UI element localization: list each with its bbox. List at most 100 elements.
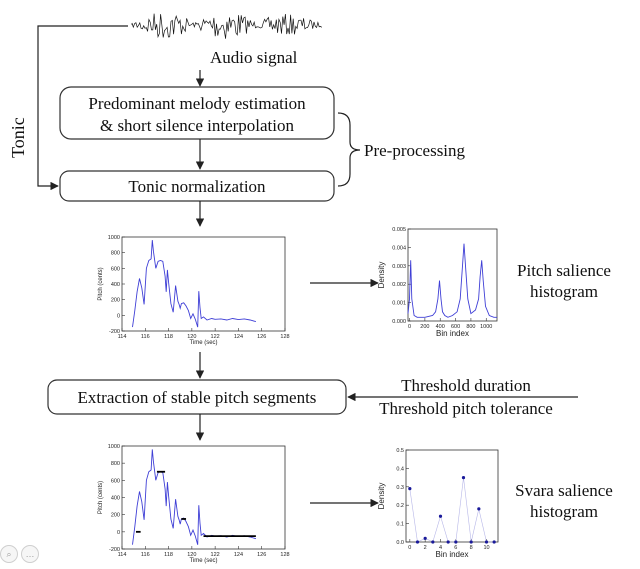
x-tick-label: 2 (424, 545, 427, 551)
x-tick-label: 116 (141, 334, 150, 340)
series-line (132, 240, 257, 328)
svara-histogram-label-line2: histogram (530, 502, 598, 521)
viewer-controls: ⌕ … (0, 545, 39, 563)
x-axis-label: Time (sec) (189, 340, 217, 346)
y-tick-label: 400 (111, 496, 120, 502)
x-tick-label: 200 (420, 324, 429, 330)
data-point (492, 540, 496, 544)
y-tick-label: 1000 (108, 235, 120, 241)
melody-box-line2: & short silence interpolation (100, 116, 295, 135)
melody-estimation-box (59, 86, 335, 140)
x-tick-label: 120 (187, 552, 196, 558)
extraction-label: Extraction of stable pitch segments (78, 388, 317, 407)
x-tick-label: 8 (470, 545, 473, 551)
x-tick-label: 128 (280, 552, 289, 558)
y-tick-label: -200 (109, 547, 120, 553)
x-tick-label: 122 (211, 552, 220, 558)
data-point (408, 487, 412, 491)
x-tick-label: 6 (454, 545, 457, 551)
y-tick-label: 600 (111, 478, 120, 484)
x-tick-label: 122 (211, 334, 220, 340)
threshold-duration-label: Threshold duration (401, 376, 531, 395)
x-tick-label: 126 (257, 334, 266, 340)
y-tick-label: 0.0 (396, 540, 404, 546)
y-tick-label: 0.002 (392, 282, 406, 288)
y-tick-label: 600 (111, 266, 120, 272)
x-axis-label: Bin index (436, 329, 469, 338)
extraction-box (47, 379, 347, 415)
y-tick-label: 0.4 (396, 466, 404, 472)
x-tick-label: 400 (436, 324, 445, 330)
data-point (423, 536, 427, 540)
y-tick-label: 1000 (108, 444, 120, 450)
y-tick-label: 0 (117, 530, 120, 536)
y-tick-label: 0.001 (392, 301, 406, 307)
y-tick-label: 800 (111, 461, 120, 467)
series-line (132, 449, 257, 545)
y-axis-label: Pitch (cents) (98, 481, 104, 514)
y-tick-label: 0.003 (392, 264, 406, 270)
audio-signal-label: Audio signal (210, 48, 298, 67)
x-tick-label: 4 (439, 545, 442, 551)
x-tick-label: 114 (118, 334, 127, 340)
data-point (415, 540, 420, 544)
svara-histogram-label-line1: Svara salience (515, 481, 613, 500)
y-tick-label: 0.2 (396, 503, 404, 509)
x-axis-label: Time (sec) (189, 558, 217, 564)
y-tick-label: 0.3 (396, 485, 404, 491)
x-tick-label: 116 (141, 552, 150, 558)
y-axis-label: Pitch (cents) (98, 267, 104, 300)
y-tick-label: 200 (111, 298, 120, 304)
x-tick-label: 124 (234, 334, 243, 340)
zoom-icon[interactable]: ⌕ (0, 545, 18, 563)
x-tick-label: 126 (257, 552, 266, 558)
y-tick-label: -200 (109, 329, 120, 335)
y-tick-label: 0.5 (396, 448, 404, 454)
preprocessing-label: Pre-processing (364, 141, 466, 160)
tonic-normalization-label: Tonic normalization (128, 177, 266, 196)
data-point (484, 540, 489, 544)
x-tick-label: 114 (118, 552, 127, 558)
waveform-trace (131, 13, 322, 39)
x-tick-label: 120 (187, 334, 196, 340)
x-tick-label: 124 (234, 552, 243, 558)
y-tick-label: 0.1 (396, 522, 404, 528)
chart-frame (405, 449, 499, 543)
y-tick-label: 400 (111, 282, 120, 288)
more-options-icon[interactable]: … (21, 545, 39, 563)
x-tick-label: 118 (164, 334, 173, 340)
y-axis-label: Density (377, 483, 386, 510)
x-tick-label: 128 (280, 334, 289, 340)
y-tick-label: 0.000 (392, 319, 406, 325)
data-point (431, 540, 435, 544)
tonic-label: Tonic (8, 117, 28, 158)
pitch-histogram-label-line2: histogram (530, 282, 598, 301)
y-axis-label: Density (377, 262, 386, 289)
threshold-pitch-label: Threshold pitch tolerance (379, 399, 553, 418)
data-point (477, 507, 481, 511)
melody-box-line1: Predominant melody estimation (88, 94, 306, 113)
data-point (438, 514, 443, 518)
series-line (407, 243, 497, 318)
data-point (454, 540, 458, 544)
tonic-normalization-box (59, 170, 335, 202)
x-tick-label: 0 (408, 324, 411, 330)
series-connector (409, 477, 495, 543)
x-tick-label: 1000 (480, 324, 492, 330)
y-tick-label: 0.005 (392, 227, 406, 233)
preprocessing-brace (337, 112, 361, 187)
x-axis-label: Bin index (436, 550, 469, 559)
data-point (461, 476, 466, 480)
x-tick-label: 600 (451, 324, 460, 330)
pitch-histogram-label-line1: Pitch salience (517, 261, 611, 280)
tonic-feedback-arrow (37, 25, 128, 191)
y-tick-label: 800 (111, 251, 120, 257)
pitch-contour-chart: 114 116 118 120 122 124 126 128 -200 0 200 400 600 80… (98, 235, 290, 346)
y-tick-label: 0 (117, 313, 120, 319)
x-tick-label: 0 (408, 545, 411, 551)
audio-waveform-graphic (131, 13, 322, 39)
x-tick-label: 118 (164, 552, 173, 558)
